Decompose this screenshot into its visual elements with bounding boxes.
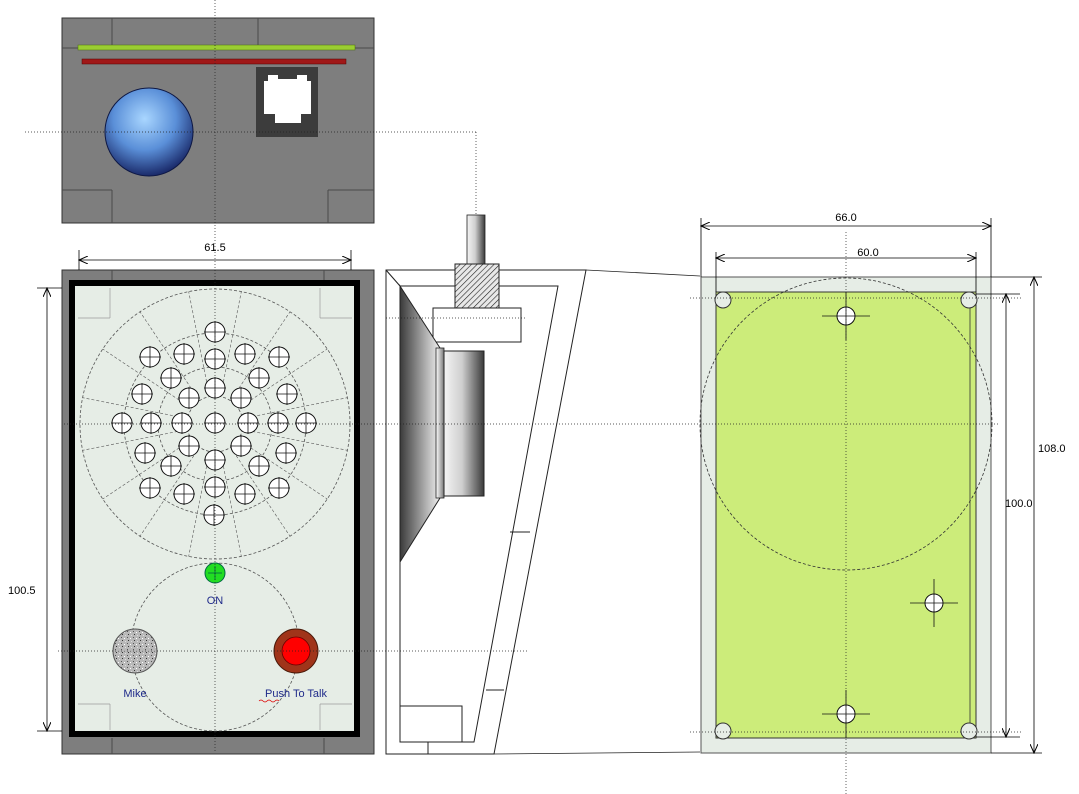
grille-radial-line — [139, 311, 200, 401]
back-inner-height-dimension: 100.0 — [976, 294, 1033, 737]
crosshair-hole-icon — [139, 346, 161, 368]
grille-radial-line — [230, 447, 291, 537]
grille-radial-line — [238, 439, 328, 500]
front-width-label: 61.5 — [204, 242, 225, 254]
crosshair-hole-icon — [178, 435, 200, 457]
front-height-dimension: 100.5 — [8, 288, 62, 731]
crosshair-hole-icon — [230, 435, 252, 457]
grille-radial-line — [238, 348, 328, 409]
corner-holes — [714, 291, 978, 740]
crosshair-hole-icon — [173, 343, 195, 365]
crosshair-hole-icon — [178, 387, 200, 409]
grille-radial-line — [230, 311, 291, 401]
crosshair-hole-icon — [295, 412, 317, 434]
grille-radial-line — [102, 439, 192, 500]
back-outer-height-label: 108.0 — [1038, 443, 1066, 455]
green-strip — [77, 44, 356, 51]
side-bottom-bracket — [400, 705, 463, 742]
back-inner-height-label: 100.0 — [1005, 498, 1033, 510]
projection-lines — [25, 0, 1022, 794]
spelling-squiggle — [258, 699, 280, 703]
grille-radial-line — [220, 451, 242, 557]
crosshair-hole-icon — [910, 579, 958, 627]
speaker-grille-radials — [82, 291, 348, 557]
microphone — [112, 628, 158, 674]
grille-radial-line — [188, 291, 210, 397]
crosshair-hole-icon — [160, 367, 182, 389]
grille-radial-line — [139, 447, 200, 537]
crosshair-hole-icon — [173, 483, 195, 505]
crosshair-hole-icon — [230, 387, 252, 409]
crosshair-hole-icon — [140, 412, 162, 434]
corner-hole-icon — [714, 722, 732, 740]
faceplate-construction-lines — [78, 288, 352, 730]
corner-hole-icon — [960, 722, 978, 740]
crosshair-hole-icon — [131, 383, 153, 405]
connector-body — [432, 307, 522, 343]
side-view — [385, 214, 701, 755]
speaker-magnet — [443, 350, 485, 497]
speaker-grille-holes — [111, 321, 317, 526]
grille-radial-line — [242, 397, 348, 419]
crosshair-hole-icon — [275, 442, 297, 464]
grille-radial-line — [220, 291, 242, 397]
back-inner-width-dimension: 60.0 — [716, 247, 976, 292]
back-outer-height-dimension: 108.0 — [991, 277, 1066, 753]
grille-radial-line — [188, 451, 210, 557]
crosshair-hole-icon — [248, 367, 270, 389]
crosshair-hole-icon — [111, 412, 133, 434]
grille-radial-line — [82, 429, 188, 451]
mic-label: Mike — [123, 688, 146, 700]
crosshair-hole-icon — [276, 383, 298, 405]
crosshair-hole-icon — [134, 442, 156, 464]
connector-shaft — [466, 214, 486, 266]
front-height-label: 100.5 — [8, 585, 36, 597]
crosshair-hole-icon — [268, 346, 290, 368]
corner-hole-icon — [960, 291, 978, 309]
crosshair-hole-icon — [171, 412, 193, 434]
back-outer-width-dimension: 66.0 — [701, 212, 991, 277]
rj-jack-icon — [256, 67, 318, 137]
back-view: 66.0 60.0 108.0 100.0 — [699, 212, 1066, 753]
crosshair-hole-icon — [203, 504, 225, 526]
led-label: ON — [207, 595, 224, 607]
crosshair-hole-icon — [160, 455, 182, 477]
back-outer-width-label: 66.0 — [835, 212, 856, 224]
front-view: ON Mike Push To Talk 61.5 100.5 — [8, 242, 375, 755]
top-view — [61, 17, 375, 224]
crosshair-hole-icon — [234, 483, 256, 505]
speaker-basket — [435, 347, 445, 499]
crosshair-hole-icon — [139, 477, 161, 499]
crosshair-hole-icon — [267, 412, 289, 434]
crosshair-hole-icon — [237, 412, 259, 434]
front-width-dimension: 61.5 — [79, 242, 351, 270]
grille-radial-line — [82, 397, 188, 419]
crosshair-hole-icon — [248, 455, 270, 477]
grille-radial-line — [242, 429, 348, 451]
corner-hole-icon — [714, 291, 732, 309]
grille-radial-line — [102, 348, 192, 409]
red-strip — [81, 58, 347, 65]
crosshair-hole-icon — [204, 377, 226, 399]
back-inner-width-label: 60.0 — [857, 247, 878, 259]
crosshair-hole-icon — [234, 343, 256, 365]
push-to-talk-label: Push To Talk — [265, 688, 327, 700]
connector-nut — [454, 263, 500, 309]
crosshair-hole-icon — [268, 477, 290, 499]
